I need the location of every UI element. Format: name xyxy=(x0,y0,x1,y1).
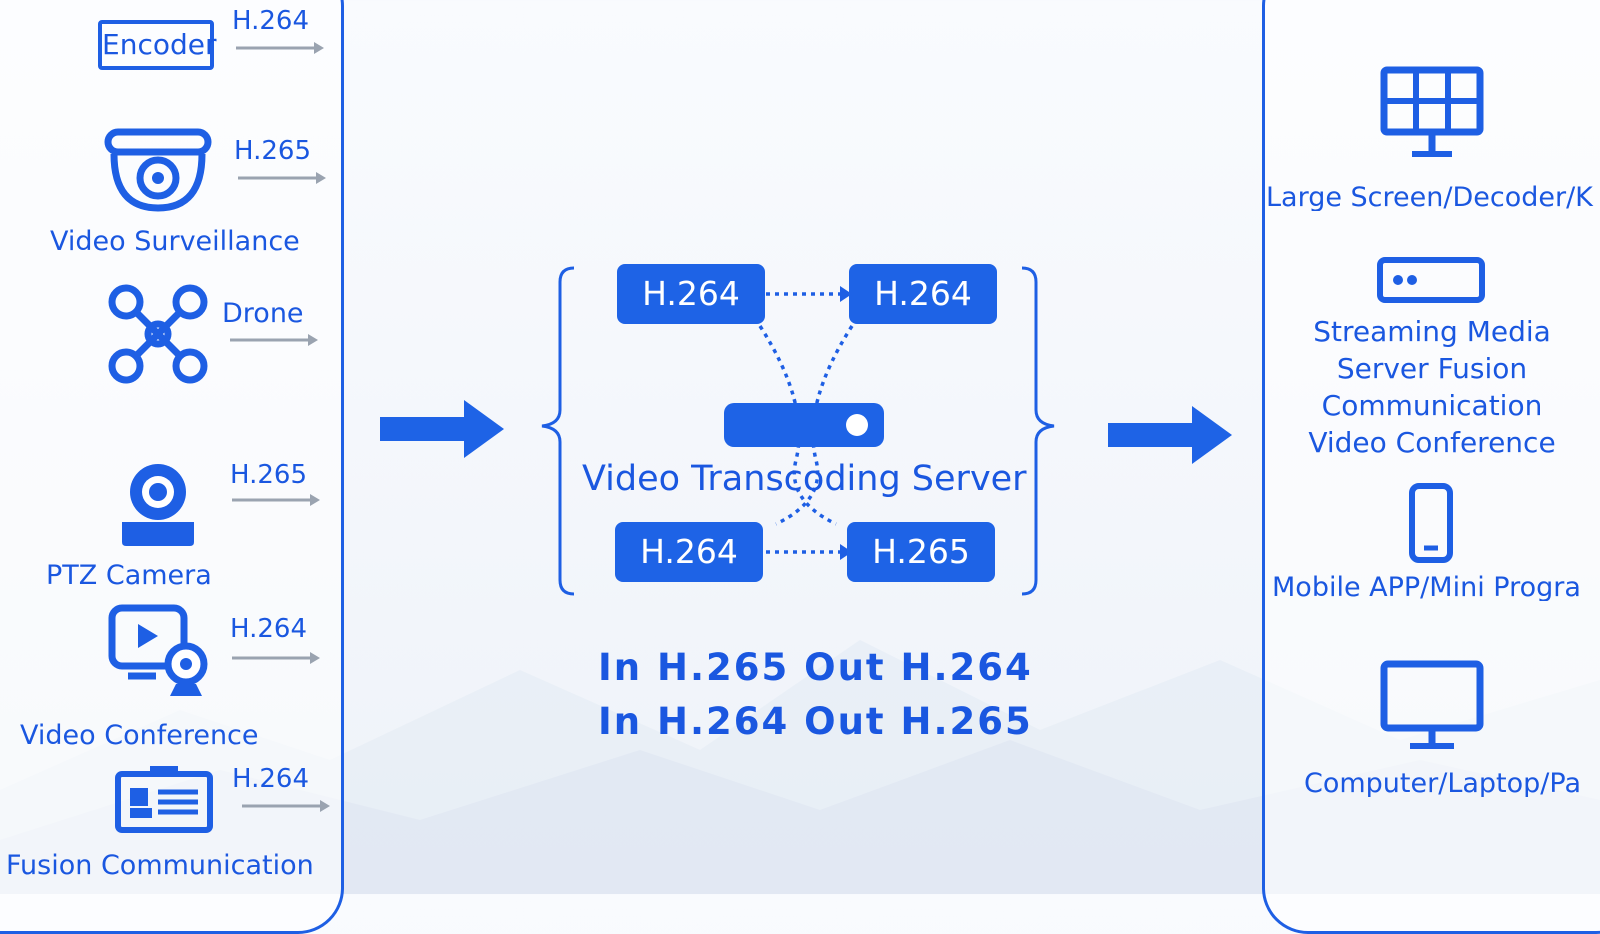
drone-arrow-icon xyxy=(230,334,318,346)
conference-codec: H.264 xyxy=(230,614,307,644)
io-line-2: In H.264 Out H.265 xyxy=(598,700,1033,743)
surveillance-codec: H.265 xyxy=(234,136,311,166)
dome-camera-icon xyxy=(104,128,212,212)
large-screen-label: Large Screen/Decoder/K xyxy=(1266,184,1593,211)
conference-arrow-icon xyxy=(232,652,320,664)
mobile-label: Mobile APP/Mini Progra xyxy=(1272,574,1581,601)
streaming-line-2: Server Fusion xyxy=(1336,352,1528,385)
computer-label: Computer/Laptop/Pa xyxy=(1304,770,1582,797)
streaming-line-4: Video Conference xyxy=(1308,426,1556,459)
bottom-output-codec-chip: H.265 xyxy=(847,522,995,582)
streaming-line-1: Streaming Media xyxy=(1313,315,1551,348)
server-label: Video Transcoding Server xyxy=(582,459,1027,499)
conference-label: Video Conference xyxy=(20,720,259,751)
server-unit-icon xyxy=(1377,257,1485,303)
encoder-codec: H.264 xyxy=(232,6,309,36)
fusion-label: Fusion Communication xyxy=(6,850,314,881)
encoder-label: Encoder xyxy=(98,20,216,70)
fusion-communication-icon xyxy=(115,766,213,833)
ptz-arrow-icon xyxy=(232,494,320,506)
source-panel xyxy=(0,0,344,934)
surveillance-arrow-icon xyxy=(238,172,326,184)
drone-icon xyxy=(108,284,208,384)
mobile-phone-icon xyxy=(1409,483,1453,563)
server-unit-icon xyxy=(724,403,884,447)
video-conference-icon xyxy=(108,604,208,696)
ptz-label: PTZ Camera xyxy=(46,560,212,591)
server-group-connectors xyxy=(541,266,1055,596)
fusion-codec: H.264 xyxy=(232,764,309,794)
top-input-codec-chip: H.264 xyxy=(617,264,765,324)
bottom-input-codec-chip: H.264 xyxy=(615,522,763,582)
encoder-arrow-icon xyxy=(236,42,324,54)
ptz-camera-icon xyxy=(122,464,194,546)
surveillance-label: Video Surveillance xyxy=(50,226,300,257)
top-output-codec-chip: H.264 xyxy=(849,264,997,324)
monitor-icon xyxy=(1380,660,1484,749)
io-line-1: In H.265 Out H.264 xyxy=(598,646,1033,689)
streaming-line-3: Communication xyxy=(1321,389,1543,422)
server-led-icon xyxy=(846,414,868,436)
ptz-codec: H.265 xyxy=(230,460,307,490)
output-flow-arrow-icon xyxy=(1108,406,1232,464)
video-wall-icon xyxy=(1380,66,1484,157)
drone-label: Drone xyxy=(222,298,304,329)
input-flow-arrow-icon xyxy=(380,400,504,458)
streaming-label-block: Streaming Media Server Fusion Communicat… xyxy=(1282,313,1582,461)
background-mountains xyxy=(0,640,1600,894)
fusion-arrow-icon xyxy=(242,800,330,812)
